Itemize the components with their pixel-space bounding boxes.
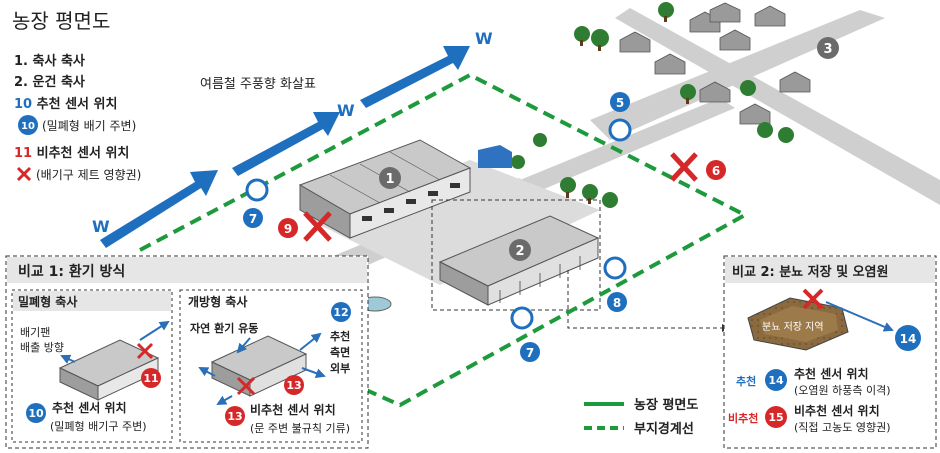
open-good-num: 12 <box>333 306 348 319</box>
marker-8 <box>607 292 627 312</box>
closed-good-label-1: 추천 센서 위치 <box>52 400 127 415</box>
storage-x-icon <box>802 288 824 310</box>
bad-tag: 비추천 <box>728 411 758 425</box>
marker-3-label: 3 <box>823 42 832 57</box>
page-title: 농장 평면도 <box>12 9 110 33</box>
open-good-label-1: 추천 <box>330 329 350 343</box>
legend-blue-marker <box>18 115 38 135</box>
good-tag: 추천 <box>736 374 756 388</box>
compare-2-title: 비교 2: 분뇨 저장 및 오염원 <box>732 264 888 280</box>
legend-item-5: 11 비추천 센서 위치 <box>14 145 129 161</box>
marker-14-map <box>895 325 921 351</box>
compare-2-panel: 비교 2: 분뇨 저장 및 오염원 분뇨 저장 지역 14 추천 14 추천 센… <box>723 255 937 449</box>
compare-1-panel: 비교 1: 환기 방식 밀폐형 축사 배기팬 배출 방향 11 10 추천 센서… <box>5 255 369 449</box>
closed-bad-num: 11 <box>143 372 158 385</box>
x-mark-6 <box>670 152 698 182</box>
sensor-ring-5 <box>608 118 632 142</box>
fan-label-1: 배기팬 <box>20 326 50 339</box>
wind-marker-2: W <box>337 101 355 120</box>
marker-7a <box>243 208 263 228</box>
bad-marker-15 <box>765 406 787 428</box>
compare-1-title: 비교 1: 환기 방식 <box>18 263 125 280</box>
legend-item-6: (배기구 제트 영향권) <box>36 168 141 182</box>
marker-7b <box>520 342 540 362</box>
map-legend-solid: 농장 평면도 <box>634 397 698 413</box>
marker-7b-label: 7 <box>526 346 534 360</box>
marker-2 <box>509 239 531 261</box>
legend-blue-num: 10 <box>21 121 35 132</box>
open-x-icon <box>236 376 256 396</box>
marker-9-label: 9 <box>284 222 292 236</box>
open-bad-num-a: 13 <box>286 379 301 392</box>
open-bad-num-b: 13 <box>227 410 242 423</box>
farm-yard <box>310 160 600 285</box>
good-marker-14 <box>765 369 787 391</box>
sensor-ring-8 <box>603 256 627 280</box>
marker-2-label: 2 <box>515 244 524 259</box>
open-bad-label-2: (문 주변 불규칙 기류) <box>250 422 350 435</box>
marker-9 <box>278 218 298 238</box>
marker-3 <box>817 37 839 59</box>
map-legend-dashed: 부지경계선 <box>634 421 694 437</box>
marker-8-label: 8 <box>613 296 621 310</box>
connector-line <box>567 270 722 329</box>
open-good-label-3: 외부 <box>330 361 350 375</box>
wind-marker-3: W <box>475 29 493 48</box>
legend-item-4: (밀폐형 배기 주변) <box>42 119 136 133</box>
marker-5-label: 5 <box>616 96 624 110</box>
closed-barn <box>58 339 160 401</box>
blue-shed <box>478 145 512 168</box>
map-legend: 농장 평면도 부지경계선 <box>584 397 698 437</box>
bad-label-2: (직접 고농도 영향권) <box>794 421 891 434</box>
marker-1 <box>379 167 401 189</box>
closed-good-num: 10 <box>28 407 44 420</box>
open-title: 개방형 축사 <box>188 294 247 309</box>
marker-5 <box>610 92 630 112</box>
closed-good-marker <box>26 403 46 423</box>
marker-6 <box>706 160 726 180</box>
fan-label-2: 배출 방향 <box>20 341 64 354</box>
x-mark-9 <box>303 211 332 242</box>
legend-x-icon <box>16 166 32 182</box>
open-good-label-2: 측면 <box>330 345 350 359</box>
closed-title: 밀폐형 축사 <box>18 294 77 309</box>
good-label-1: 추천 센서 위치 <box>794 366 869 381</box>
closed-x-icon <box>136 342 154 360</box>
marker-1-label: 1 <box>385 172 394 187</box>
sensor-ring-7b <box>510 306 534 330</box>
legend-item-1: 1. 축사 축사 <box>14 53 85 69</box>
open-good-marker <box>331 302 351 322</box>
good-label-2: (오염원 하풍측 이격) <box>794 383 891 397</box>
closed-bad-marker <box>141 368 161 388</box>
bad-num: 15 <box>768 411 783 424</box>
open-bad-marker-a <box>284 375 304 395</box>
wind-label: 여름철 주풍향 화살표 <box>200 77 316 92</box>
storage-label: 분뇨 저장 지역 <box>762 321 824 333</box>
bad-label-1: 비추천 센서 위치 <box>794 403 880 418</box>
flow-label: 자연 환기 유동 <box>190 321 258 335</box>
site-boundary <box>139 72 750 408</box>
marker-14-map-label: 14 <box>900 332 917 346</box>
wind-marker-1: W <box>92 217 110 236</box>
legend-item-3: 10 추천 센서 위치 <box>14 96 117 112</box>
wind-arrows <box>100 46 470 248</box>
sensor-ring-7a <box>245 178 269 202</box>
legend-item-2: 2. 운건 축사 <box>14 74 85 90</box>
legend: 1. 축사 축사 2. 운건 축사 10 추천 센서 위치 10 (밀폐형 배기… <box>14 53 141 182</box>
open-bad-label-1: 비추천 센서 위치 <box>250 402 336 417</box>
open-bad-marker-b <box>225 406 245 426</box>
village-houses <box>619 2 811 125</box>
good-num: 14 <box>768 374 784 387</box>
closed-good-label-2: (밀폐형 배기구 주변) <box>50 420 147 433</box>
marker-6-label: 6 <box>712 164 720 178</box>
marker-7a-label: 7 <box>249 212 257 226</box>
